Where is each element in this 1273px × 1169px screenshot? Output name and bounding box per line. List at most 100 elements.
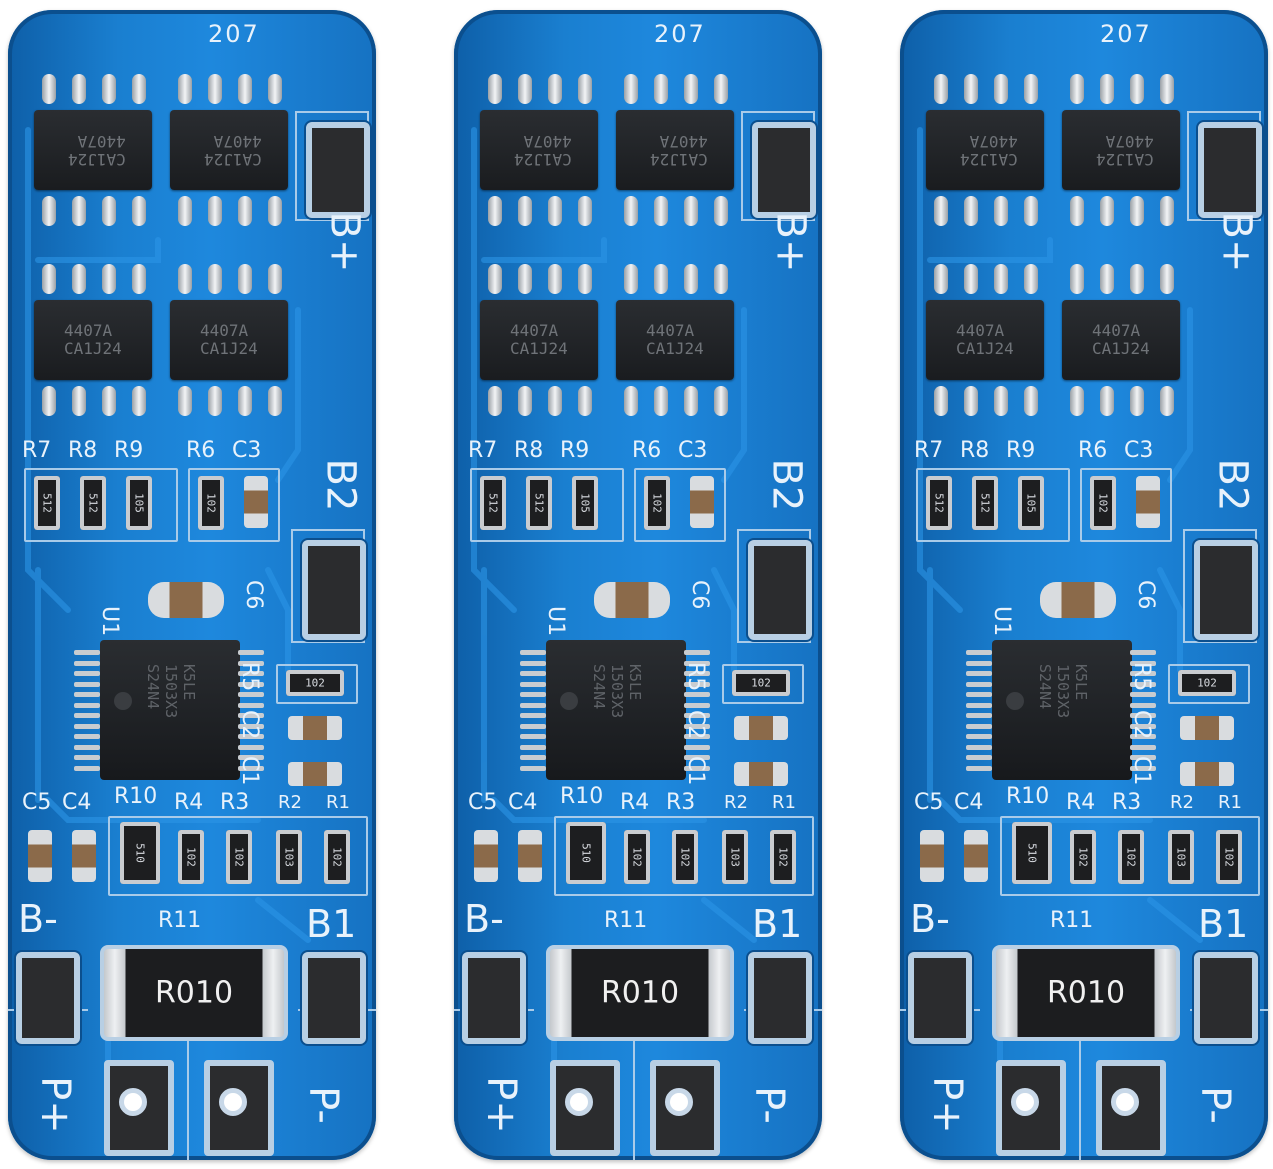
mosfet-pin [72, 74, 86, 104]
capacitor-c3 [690, 476, 714, 528]
mosfet-pin [624, 196, 638, 226]
b2-label: B2 [763, 458, 810, 512]
mosfet-pin [624, 264, 638, 294]
pin1-dot [560, 692, 578, 710]
resistor-r6: 102 [644, 476, 670, 530]
mosfet-pin [268, 264, 282, 294]
mosfet-pin [1100, 196, 1114, 226]
ref-r10: R10 [114, 784, 158, 809]
ref-r10: R10 [1006, 784, 1050, 809]
ref-r5: R5 [1129, 662, 1154, 692]
mosfet-pin [684, 264, 698, 294]
b1-label: B1 [306, 902, 357, 946]
resistor-r5: 102 [286, 670, 344, 696]
resistor-r6: 102 [198, 476, 224, 530]
ref-c1: C1 [683, 756, 708, 786]
ref-r4: R4 [174, 790, 204, 815]
ic-pin [684, 765, 710, 771]
ic-pin [238, 650, 264, 655]
mosfet-mark: 4407A [510, 321, 559, 340]
mosfet-mark: CA1J24 [1096, 150, 1154, 169]
mosfet-pin [964, 196, 978, 226]
ic-pin [966, 755, 992, 760]
b-plus-pad [1198, 122, 1262, 218]
mosfet-pin [1130, 196, 1144, 226]
ref-r5: R5 [237, 662, 262, 692]
ref-r2: R2 [1170, 792, 1194, 813]
mosfet-pin [518, 386, 532, 416]
b-minus-pad [462, 952, 526, 1044]
mosfet-mark: 4407A [213, 132, 262, 151]
ref-r6: R6 [186, 438, 216, 463]
p-minus-hole [1111, 1088, 1139, 1116]
board-code: 207 [654, 20, 706, 48]
mosfet-pin [208, 264, 222, 294]
b-minus-label: B- [18, 897, 58, 941]
mosfet-pin [132, 386, 146, 416]
capacitor-c1 [288, 762, 342, 786]
mosfet-mark: 4407A [200, 321, 249, 340]
mosfet-pin [1070, 264, 1084, 294]
resistor-r9: 105 [1018, 476, 1044, 530]
ref-c5: C5 [22, 790, 52, 815]
mosfet-mark: CA1J24 [1092, 339, 1150, 358]
p-minus-label: P- [1191, 1086, 1238, 1124]
mosfet-pin [238, 264, 252, 294]
pin1-dot [114, 692, 132, 710]
ic-pin [966, 713, 992, 718]
mosfet-pin [268, 386, 282, 416]
ic-pin [1130, 744, 1156, 750]
mosfet-pin [132, 74, 146, 104]
capacitor-c6 [148, 582, 224, 618]
p-plus-hole [565, 1088, 593, 1116]
ic-pin [238, 671, 264, 676]
resistor-r6: 102 [1090, 476, 1116, 530]
mosfet-pin [578, 74, 592, 104]
ref-r6: R6 [1078, 438, 1108, 463]
mosfet-pin [934, 264, 948, 294]
mosfet-pin [1160, 74, 1174, 104]
resistor-r7: 512 [480, 476, 506, 530]
ref-c3: C3 [232, 438, 262, 463]
ic-pin [684, 713, 710, 718]
mosfet-pin [42, 196, 56, 226]
mosfet-pin [1130, 264, 1144, 294]
shunt-resistor-r11: R010 [100, 945, 288, 1041]
b-plus-label: B+ [321, 211, 368, 273]
ic-pin [684, 734, 710, 739]
pin1-dot [1006, 692, 1024, 710]
mosfet-pin [1024, 74, 1038, 104]
capacitor-c5 [920, 830, 944, 882]
mosfet-pin [1024, 386, 1038, 416]
ic-mark: S24N4 [1036, 664, 1054, 710]
ic-pin [74, 671, 100, 676]
ic-pin [684, 723, 710, 729]
mosfet-pin [42, 74, 56, 104]
ic-mark: K5LE [180, 664, 198, 701]
ic-pin [520, 660, 546, 666]
b2-label: B2 [317, 458, 364, 512]
mosfet-pin [654, 386, 668, 416]
mosfet-pin [994, 196, 1008, 226]
mosfet-pin [208, 74, 222, 104]
mosfet-pin [268, 196, 282, 226]
ic-pin [1130, 660, 1156, 666]
ic-pin [684, 744, 710, 750]
ref-r8: R8 [68, 438, 98, 463]
resistor-r9: 105 [126, 476, 152, 530]
ic-pin [74, 723, 100, 729]
mosfet-pin [1130, 386, 1144, 416]
capacitor-c6 [594, 582, 670, 618]
resistor-r3: 102 [672, 830, 698, 884]
ic-pin [684, 681, 710, 687]
resistor-r8: 512 [80, 476, 106, 530]
mosfet-pin [208, 386, 222, 416]
mosfet-pin [964, 386, 978, 416]
ic-pin [966, 681, 992, 687]
mosfet-pin [1160, 196, 1174, 226]
mosfet-pin [624, 386, 638, 416]
